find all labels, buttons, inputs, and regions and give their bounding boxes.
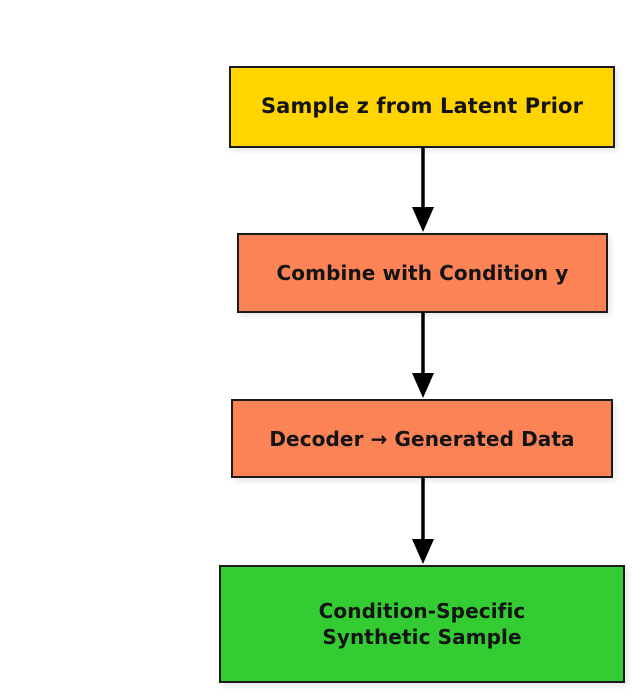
flow-node-label: Decoder → Generated Data xyxy=(269,426,575,451)
flow-node-label: Combine with Condition y xyxy=(276,261,569,285)
flow-node-label-line-1: Condition-Specific xyxy=(318,599,526,623)
flow-node-label: Sample z from Latent Prior xyxy=(260,94,584,119)
flow-node-condition-specific-synthetic-sample[interactable]: Condition-Specific Synthetic Sample xyxy=(219,565,625,683)
flow-arrow-combine-to-decoder xyxy=(408,312,438,400)
flow-node-decoder-generated-data[interactable]: Decoder → Generated Data xyxy=(231,399,613,478)
flow-node-combine-condition[interactable]: Combine with Condition y xyxy=(237,233,608,313)
flow-arrow-decoder-to-output xyxy=(408,477,438,566)
flow-arrow-sample-to-combine xyxy=(408,147,438,234)
flow-node-label-line-2: Synthetic Sample xyxy=(322,625,522,649)
flow-node-sample-latent-prior[interactable]: Sample z from Latent Prior xyxy=(229,66,615,148)
